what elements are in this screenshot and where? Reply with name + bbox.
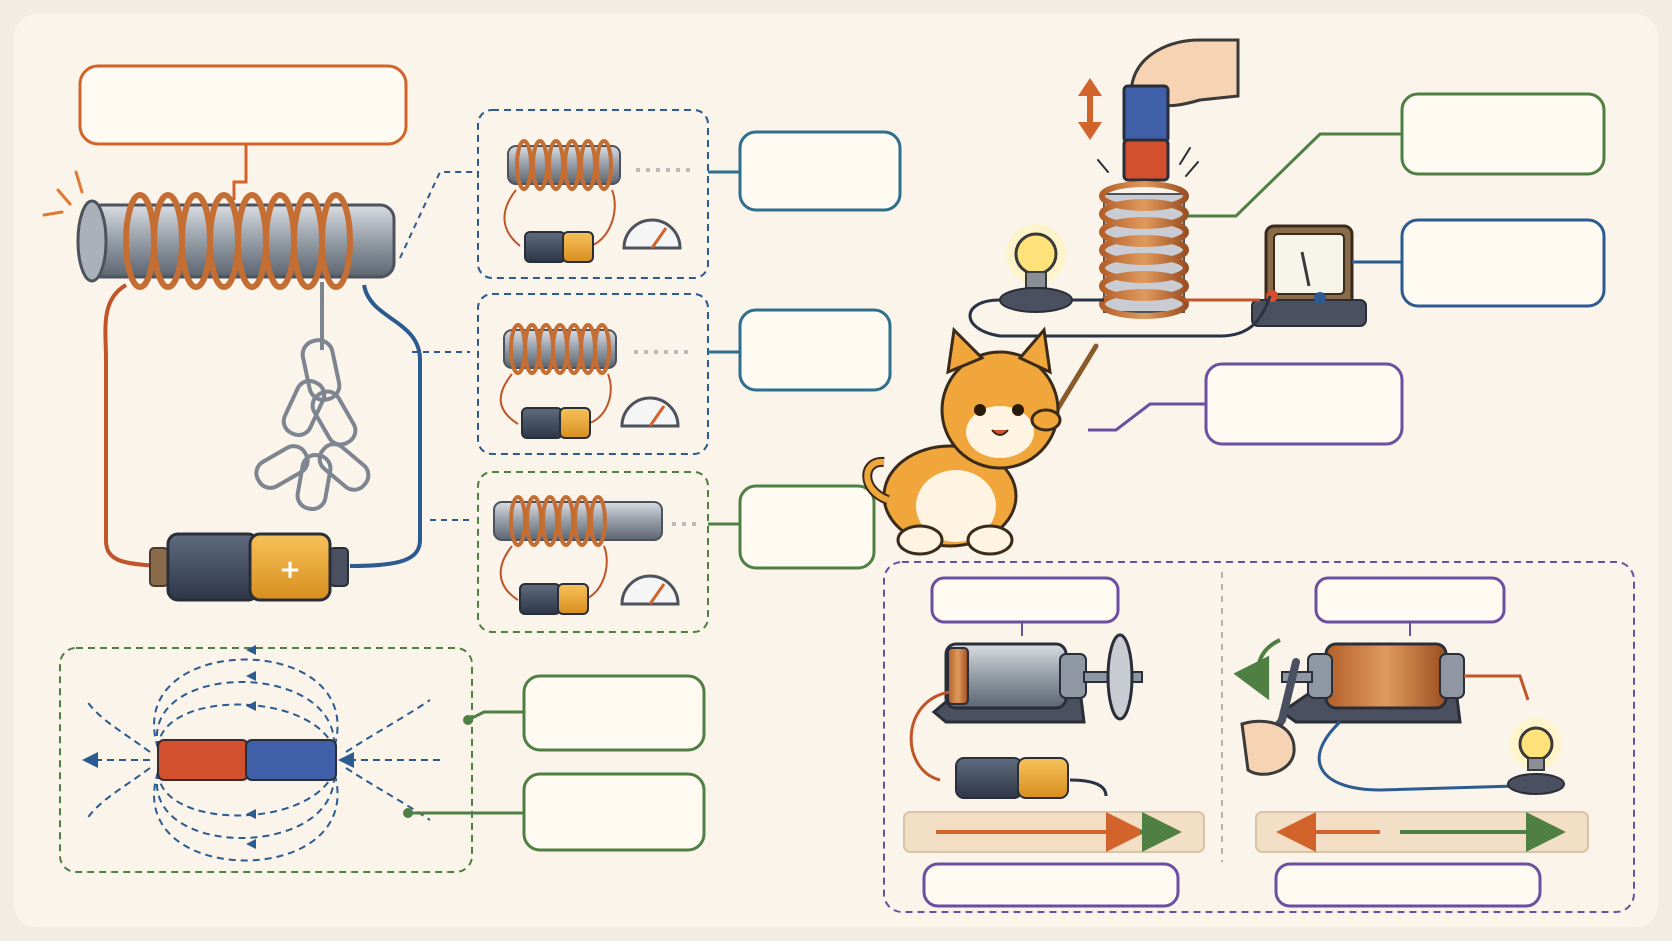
field-label-box-2 [522,772,706,852]
copper-coil [123,192,353,290]
bar-magnet-south [245,739,337,781]
coil-1-illustration [503,139,690,263]
generator [1233,638,1565,795]
induction-experiment [968,38,1606,338]
meter-label-box [1400,218,1606,308]
rotation-arrow [1233,638,1281,701]
field-panel-frame [59,647,473,873]
circuit-wire [968,295,1272,338]
coil-panel-1 [477,109,709,279]
coil-panel-2 [477,293,709,455]
moving-magnet-bottom [1122,138,1170,182]
wire-left [103,283,161,568]
motion-marks [1097,147,1199,177]
induction-coil [1099,181,1189,319]
electromagnet-label-box [78,64,408,146]
cat-mascot [862,326,1099,556]
field-arrowheads [246,645,256,849]
galvanometer [1251,224,1367,327]
motor-generator-panel [883,561,1635,913]
coil-panel-3 [477,471,709,633]
crank-hand [1240,719,1296,776]
generator-bottom-label-box [1274,862,1542,908]
electromagnet-illustration: + [42,64,422,602]
moving-magnet-top [1122,84,1170,144]
cat-connector [1088,402,1206,432]
magnetic-field-panel [59,645,706,873]
light-bulb [999,224,1073,313]
electric-motor [909,633,1143,799]
up-down-arrow [1078,78,1102,140]
battery-plus-sign: + [279,555,301,585]
electromagnet-connector [232,144,248,200]
field-label-box-1 [522,674,706,752]
coil-3-illustration [493,495,700,615]
coil-compare-box-3 [738,484,876,570]
motor-generator-frame [883,561,1635,913]
wire-right [349,284,422,568]
cat-label-box [1204,362,1404,446]
motor-top-label-box [930,576,1120,624]
field-connector-1 [467,710,524,722]
core-end-cap [76,199,108,283]
spark-lines [42,170,84,217]
coil-comparison-panels [399,109,902,633]
motor-bottom-label-box [922,862,1180,908]
coil-label-box [1400,92,1606,176]
battery-main: + [149,532,349,602]
generator-top-label-box [1314,576,1506,624]
coil-connector [1188,132,1402,218]
bar-magnet-north [157,739,249,781]
coil-compare-box-2 [738,308,892,392]
paper-clips [254,282,371,511]
coil-compare-box-1 [738,130,902,212]
coil-2-illustration [499,323,688,439]
